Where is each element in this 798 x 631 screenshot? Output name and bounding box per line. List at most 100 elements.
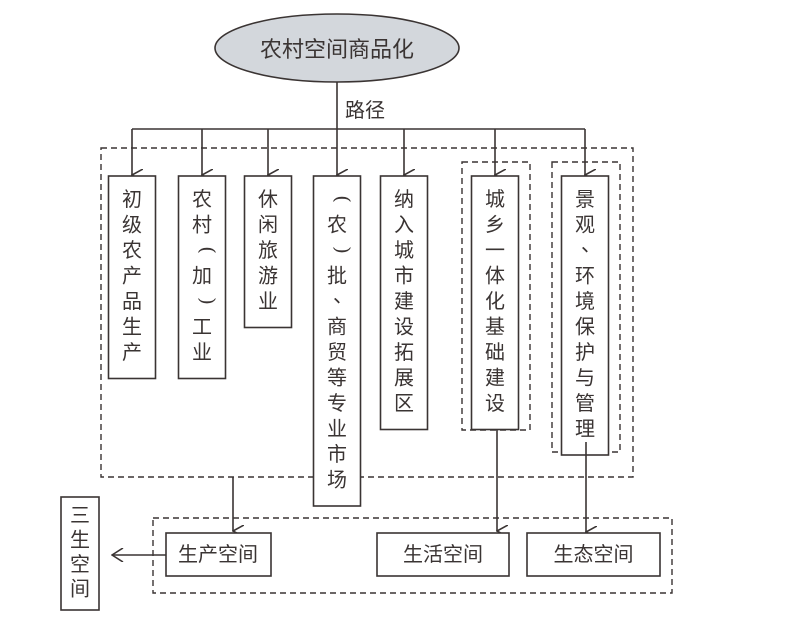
pathway-label-char: ) <box>196 297 220 305</box>
pathway-box <box>560 175 610 456</box>
space-ecology: 生态空间 <box>526 532 661 577</box>
pathway-label-char: 游 <box>258 264 278 288</box>
pathway-label-char: 设 <box>485 391 505 415</box>
pathway-label-char: 化 <box>485 289 505 313</box>
pathway-label-char: 旅 <box>258 238 278 262</box>
pathway-p2: 农村 ( 加) 工业 <box>177 129 227 380</box>
pathway-label-char: 业 <box>192 340 212 364</box>
pathway-label-char: 休 <box>258 187 278 211</box>
pathway-label-char: 乡 <box>485 213 505 237</box>
pathway-label-char: 管 <box>575 391 595 415</box>
pathway-label-char: 工 <box>192 315 212 339</box>
pathway-label-char: 景 <box>575 187 595 211</box>
pathway-label-char: 一 <box>485 238 505 262</box>
pathway-label-char: 批 <box>327 264 347 288</box>
root-node: 农村空间商品化 <box>214 13 460 83</box>
pathways-group-border <box>100 147 634 478</box>
pathway-label-char: 理 <box>575 417 595 441</box>
summary-label-char: 三 <box>70 503 90 527</box>
summary-label-char: 空 <box>70 552 90 576</box>
pathway-box <box>470 175 520 431</box>
pathway-box <box>312 175 362 507</box>
pathway-label-char: 贸 <box>327 340 347 364</box>
pathway-label-char: 入 <box>394 213 414 237</box>
pathway-label-char: 基 <box>485 315 505 339</box>
pathway-label-char: 商 <box>327 315 347 339</box>
pathway-label-char: 等 <box>327 366 347 390</box>
pathway-label-char: 境 <box>575 289 595 313</box>
pathway-label-char: 初 <box>122 187 142 211</box>
pathway-label-char: 村 <box>192 213 212 237</box>
pathway-label-char: 业 <box>327 417 347 441</box>
space-label: 生活空间 <box>403 542 483 566</box>
pathway-label-char: 建 <box>394 289 414 313</box>
pathway-label-char: ( <box>196 246 220 254</box>
space-production: 生产空间 <box>165 532 272 577</box>
summary-box <box>60 496 100 611</box>
space-living: 生活空间 <box>376 532 510 577</box>
pathway-label-char: 展 <box>394 366 414 390</box>
pathway-label-char: 品 <box>122 289 142 313</box>
pathway-label-char: 城 <box>485 187 505 211</box>
pathway-label-char: ( <box>331 195 355 203</box>
pathway-label-char: 区 <box>394 391 414 415</box>
pathway-label-char: 生 <box>122 315 142 339</box>
pathway-label-char: 础 <box>485 340 505 364</box>
pathway-label-char: 、 <box>581 232 601 256</box>
root-label: 农村空间商品化 <box>260 38 414 63</box>
space-box <box>376 532 510 577</box>
space-boxes: 生产空间 生活空间 生态空间 <box>165 532 661 577</box>
pathway-label-char: 与 <box>575 366 595 390</box>
pathway-label-char: 城 <box>394 238 414 262</box>
pathway-label-char: 加 <box>192 264 212 288</box>
pathway-label-char: 、 <box>333 283 353 307</box>
pathway-label-char: 农 <box>192 187 212 211</box>
pathway-box <box>243 175 293 329</box>
space-label: 生产空间 <box>178 542 258 566</box>
space-label: 生态空间 <box>554 542 634 566</box>
pathway-label-char: 场 <box>327 468 347 492</box>
pathway-label-char: 市 <box>394 264 414 288</box>
pathway-boxes: 初级农产品生产农村(加)工业休闲旅游业(农)批、商贸等专业市场纳入城市建设拓展区… <box>107 129 610 507</box>
pathway-label-char: 设 <box>394 315 414 339</box>
summary-label-char: 生 <box>70 528 90 552</box>
pathway-label-char: 体 <box>485 264 505 288</box>
pathway-label-char: 闲 <box>258 213 278 237</box>
pathway-label-char: 护 <box>575 340 595 364</box>
pathway-label-char: 产 <box>122 340 142 364</box>
pathway-label-char: 环 <box>575 264 595 288</box>
path-label: 路径 <box>345 98 385 122</box>
pathway-label-char: 业 <box>258 289 278 313</box>
pathway-label-char: 市 <box>327 442 347 466</box>
pathway-label-char: 级 <box>122 213 142 237</box>
summary-label-char: 间 <box>70 577 90 601</box>
pathway-label-char: 建 <box>485 366 505 390</box>
pathway-label-char: 保 <box>575 315 595 339</box>
pathway-label-char: 纳 <box>394 187 414 211</box>
pathway-box <box>177 175 227 380</box>
pathway-label-char: 农 <box>327 213 347 237</box>
pathway-label-char: 产 <box>122 264 142 288</box>
pathway-label-char: 专 <box>327 391 347 415</box>
pathway-label-char: 拓 <box>394 340 414 364</box>
pathway-label-char: 农 <box>122 238 142 262</box>
pathway-label-char: ) <box>331 246 355 254</box>
space-box <box>526 532 661 577</box>
pathway-box <box>107 175 157 380</box>
pathway-label: 农村 ( 加) 工业 <box>192 187 220 364</box>
pathway-label-char: 观 <box>575 213 595 237</box>
